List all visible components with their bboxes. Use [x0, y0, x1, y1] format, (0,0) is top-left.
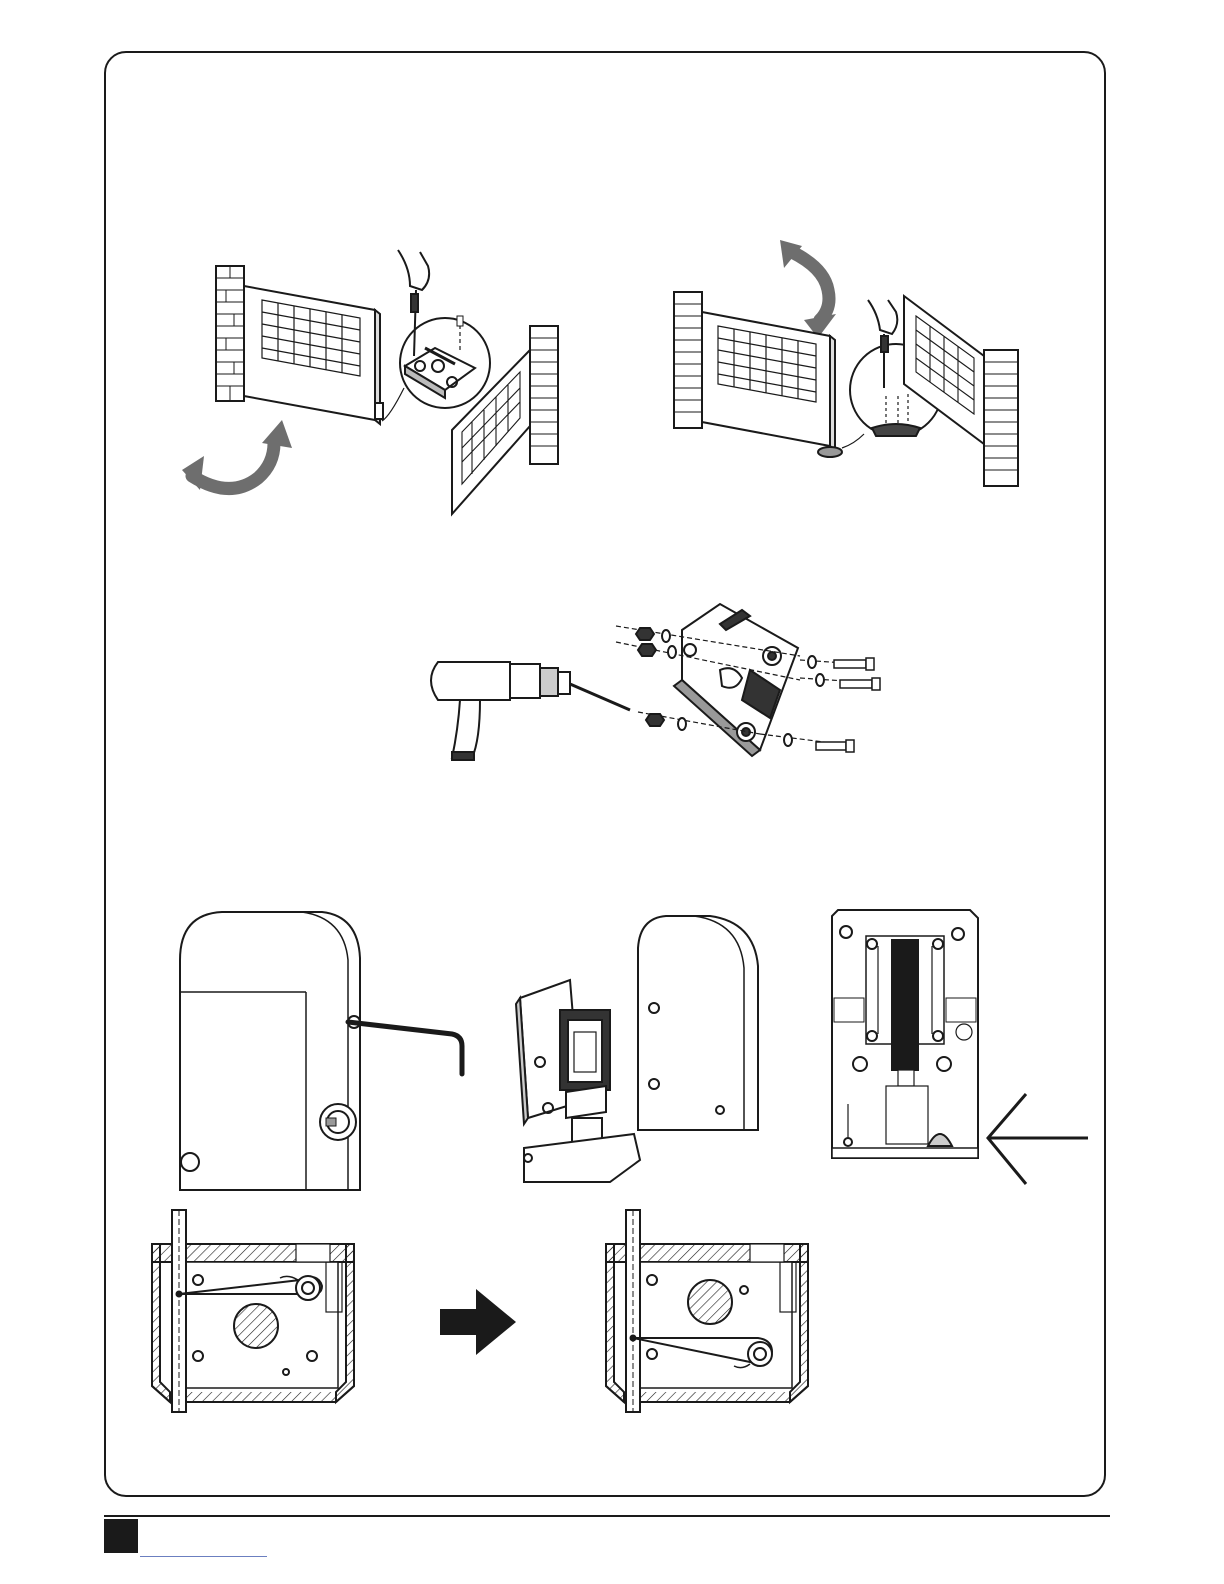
gate-right-opening-stop-install [664, 238, 1034, 498]
spring-position-before [150, 1206, 362, 1414]
gate-leaf-icon [702, 312, 842, 457]
motor-cover-hex-key [172, 910, 472, 1200]
right-arrow-icon [440, 1289, 516, 1355]
hex-key-icon [348, 1022, 462, 1074]
motor-cover-icon [638, 916, 758, 1130]
nut-icon [636, 628, 664, 726]
motor-top-view-arrow [828, 908, 1090, 1190]
motor-housing-icon [180, 912, 360, 1190]
brick-pillar-icon [674, 292, 702, 428]
drill-and-bracket-assembly [420, 600, 890, 770]
drill-icon [431, 662, 630, 760]
stop-bracket-icon [382, 316, 490, 421]
bracket-plate-icon [674, 604, 798, 756]
brick-pillar-icon [530, 326, 558, 464]
brick-pillar-icon [984, 350, 1018, 486]
motor-exploded-view [514, 912, 764, 1192]
left-arrow-icon [988, 1094, 1088, 1184]
curved-arrow-icon [792, 252, 829, 320]
spring-position-after [604, 1206, 816, 1414]
page-number-block [104, 1519, 138, 1553]
key-lock-icon [320, 1104, 356, 1140]
bolt-icon [816, 658, 880, 752]
footer-link-underline [140, 1556, 267, 1557]
gate-left-opening-stop-install [170, 238, 570, 523]
gate-leaf-icon [244, 286, 383, 424]
cross-section-icon [606, 1210, 808, 1412]
cross-section-icon [152, 1210, 354, 1412]
footer-rule [104, 1515, 1110, 1517]
curved-arrow-icon [192, 443, 274, 489]
direction-arrow [440, 1289, 518, 1355]
brick-pillar-icon [216, 266, 244, 401]
motor-chassis-icon [516, 980, 640, 1182]
motor-top-view-icon [832, 910, 978, 1158]
